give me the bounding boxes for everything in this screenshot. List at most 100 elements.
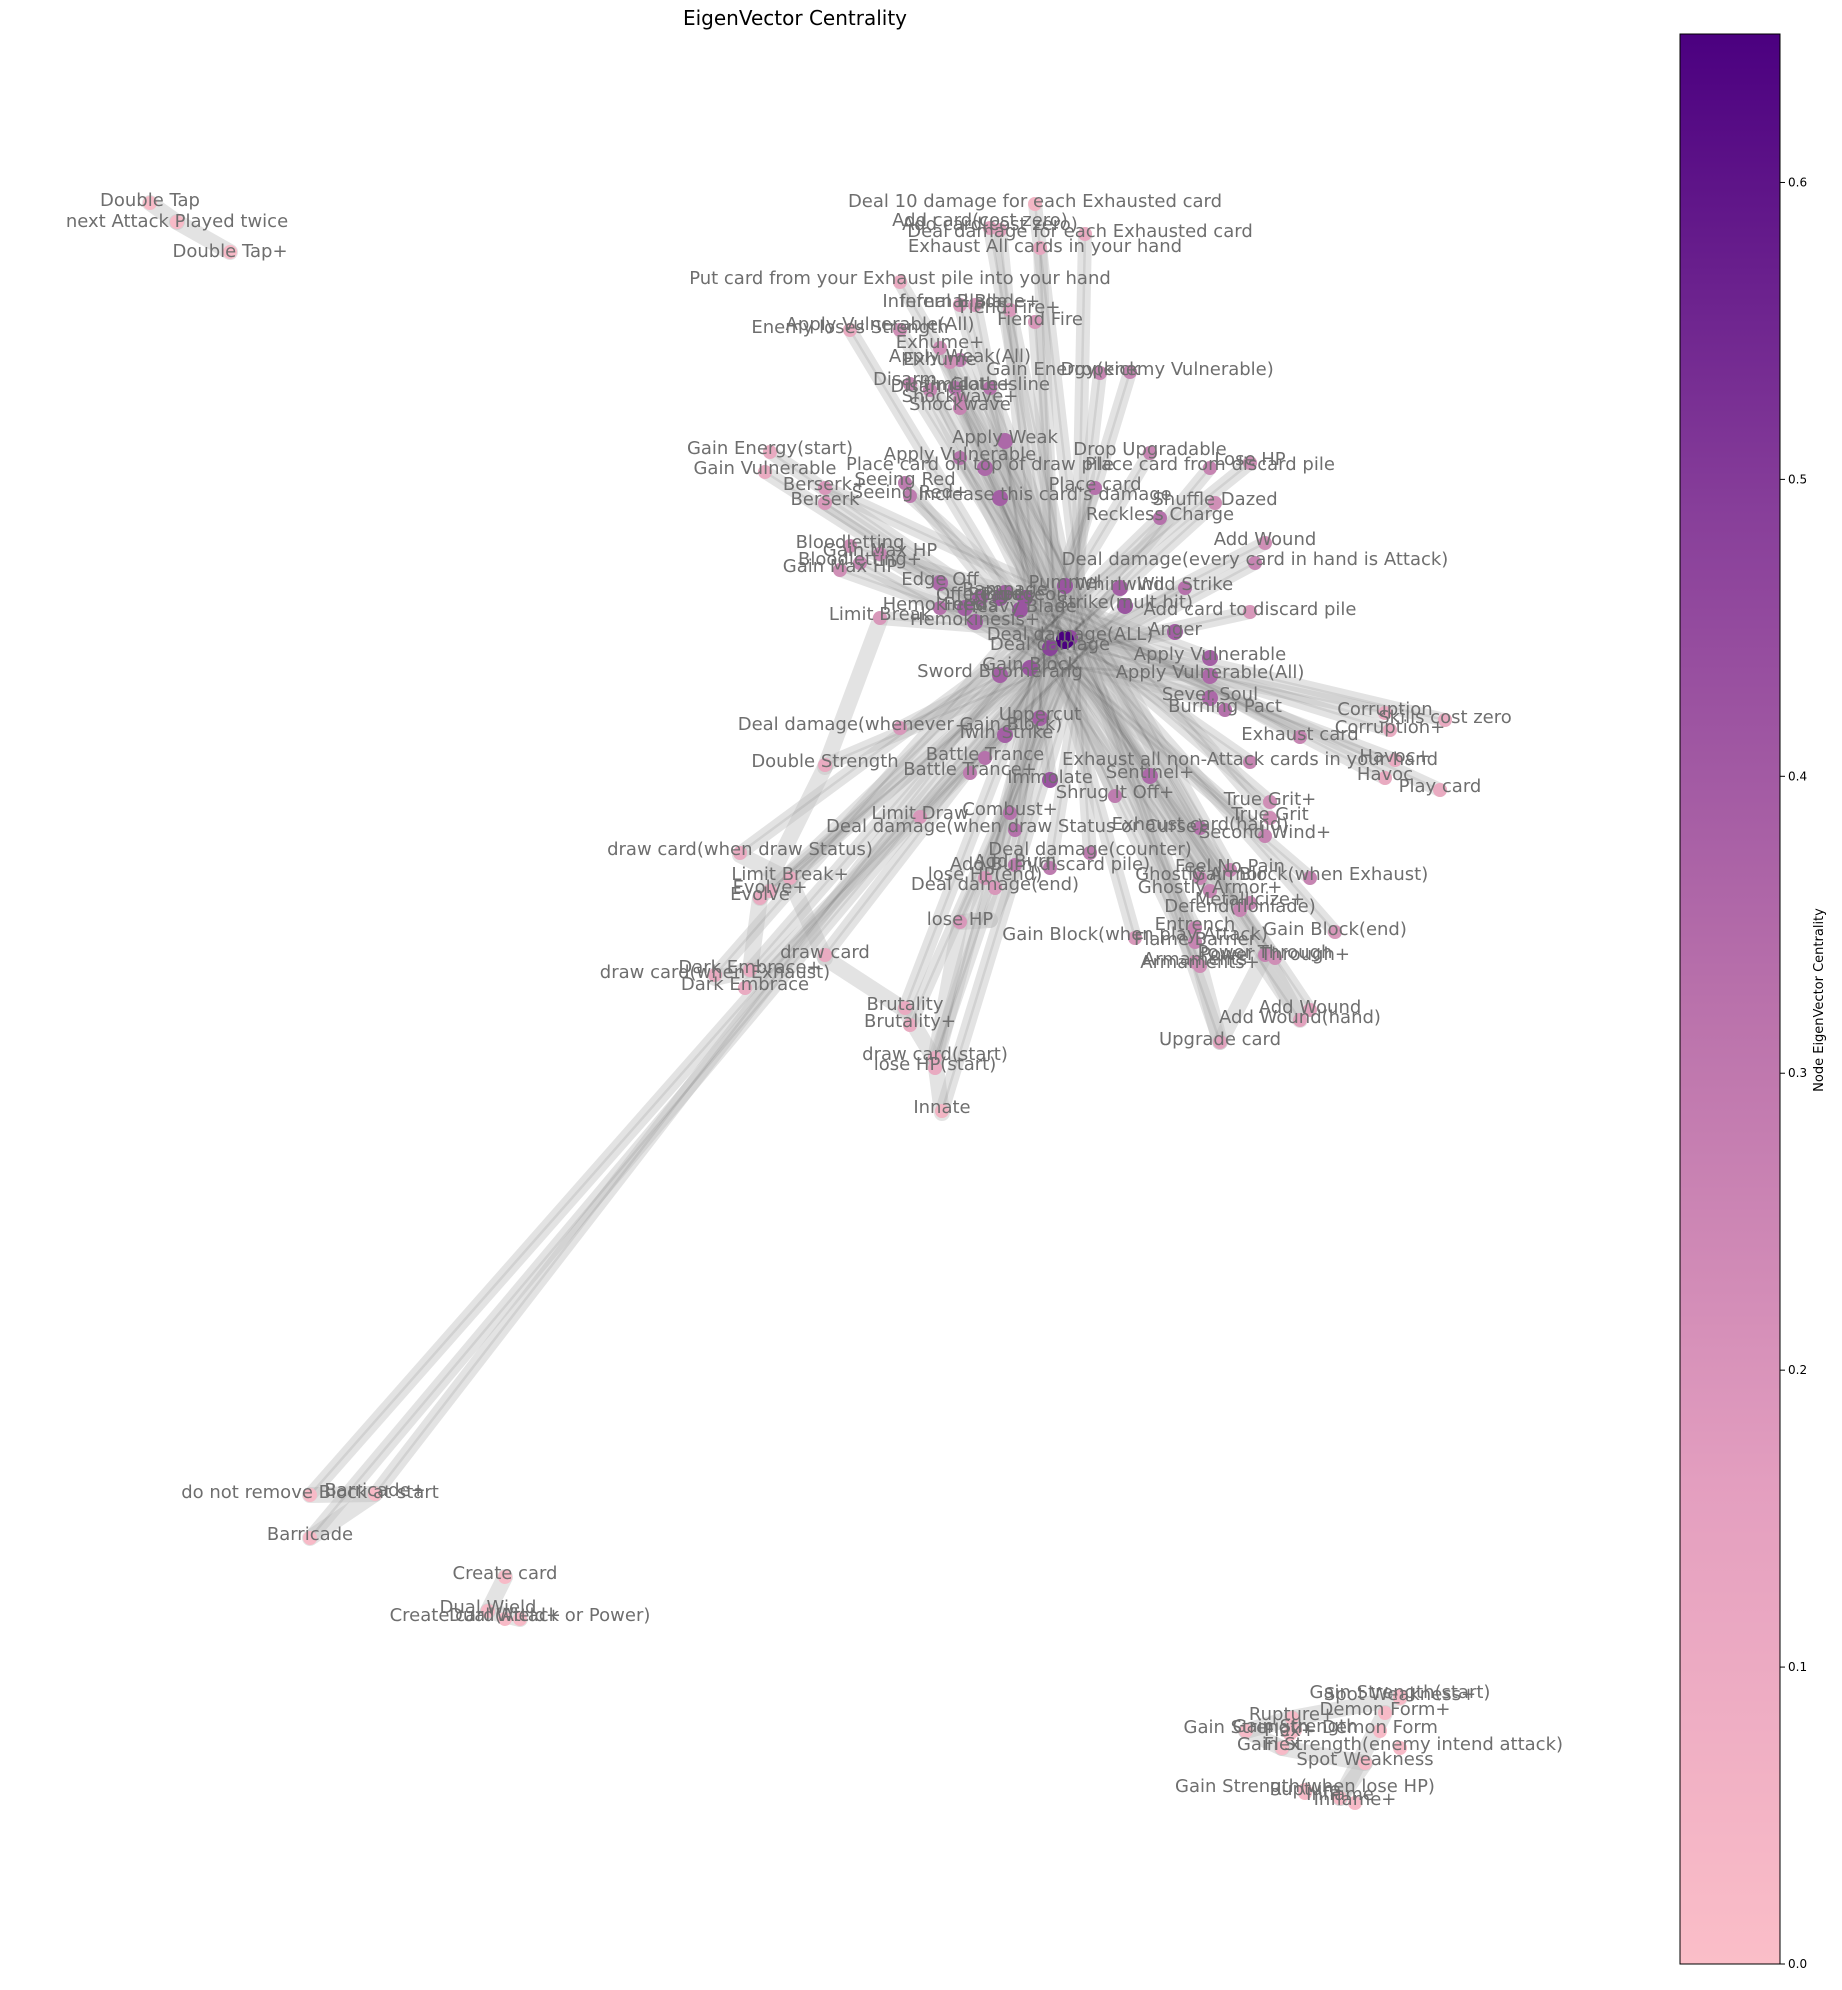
edge — [1042, 605, 1257, 663]
graph-node — [978, 751, 992, 765]
edge — [1332, 1755, 1373, 1806]
edge — [1072, 630, 1446, 722]
edge — [1048, 610, 1251, 658]
graph-node — [1293, 1013, 1307, 1027]
edge — [928, 660, 1075, 1065]
graph-node — [1203, 461, 1217, 475]
node-label: Gain Block — [982, 654, 1078, 675]
edge — [1060, 631, 1272, 962]
edge — [1074, 502, 1216, 631]
graph-node — [1383, 723, 1397, 737]
edge — [898, 476, 1054, 665]
graph-node — [993, 223, 1007, 237]
edge — [1070, 227, 1092, 635]
node-label: Barricade — [267, 1524, 353, 1545]
graph-node — [1008, 823, 1022, 837]
node-label: Seeing Red — [854, 469, 955, 490]
graph-node — [763, 445, 777, 459]
graph-node — [1202, 650, 1218, 666]
edge — [1049, 623, 1391, 732]
edge — [998, 434, 1044, 675]
edge — [303, 625, 1080, 1545]
graph-node — [1188, 921, 1202, 935]
node-label: Bludgeon — [982, 584, 1067, 605]
edge — [983, 221, 1070, 649]
node-label: Brutality+ — [864, 1011, 956, 1032]
edge — [368, 632, 1043, 1501]
edge — [983, 649, 1057, 759]
node-label: Corruption — [1337, 699, 1432, 720]
edge — [1033, 628, 1307, 1027]
edge — [958, 359, 1089, 619]
edge — [1047, 655, 1197, 963]
colorbar-tick-label: 0.0 — [1788, 1957, 1807, 1971]
graph-node — [1143, 446, 1157, 460]
node-label: Evolve+ — [733, 877, 808, 898]
node-label: lose HP(end) — [928, 864, 1043, 885]
node-label: Corruption+ — [1335, 717, 1445, 738]
node-label: Demon Form — [1322, 1717, 1438, 1738]
edge — [1051, 517, 1161, 624]
edge — [1075, 561, 1256, 661]
graph-node — [1378, 1706, 1392, 1720]
edge — [752, 759, 833, 906]
edge — [1038, 634, 1302, 1021]
graph-node — [1203, 884, 1217, 898]
node-label: Deal damage — [990, 634, 1110, 655]
node-label: Metallicize+ — [1195, 889, 1305, 910]
edge — [1049, 456, 1257, 626]
graph-node — [1288, 1723, 1302, 1737]
edge — [1087, 634, 1247, 917]
edge — [948, 361, 1066, 612]
edge — [903, 489, 1091, 658]
edge — [708, 603, 1042, 982]
node-label: Rupture+ — [1249, 1704, 1335, 1725]
node-label: Add card(cost zero) — [892, 210, 1068, 231]
node-label: Reaper — [968, 584, 1032, 605]
node-label: Gain Strength — [1184, 1717, 1309, 1738]
graph-node — [1017, 590, 1033, 606]
edge — [1003, 440, 1039, 669]
graph-node — [1293, 730, 1307, 744]
edge — [899, 644, 1060, 730]
node-label: lose HP — [927, 909, 994, 930]
graph-node — [833, 563, 847, 577]
node-label: Gain Strength(when lose HP) — [1175, 1776, 1435, 1797]
edges-layer — [142, 195, 1452, 1806]
edge — [374, 638, 1037, 1495]
node-label: Drop Upgradable — [1073, 439, 1226, 460]
node-label: Add Wound(hand) — [1219, 1007, 1381, 1028]
edge — [1065, 599, 1132, 670]
edge — [1065, 637, 1267, 956]
edge — [953, 353, 1094, 625]
graph-node — [923, 383, 937, 397]
node-label: Dark Embrace — [681, 974, 809, 995]
edge — [169, 214, 238, 260]
graph-node — [983, 381, 997, 395]
graph-node — [170, 215, 184, 229]
edge — [939, 581, 1058, 650]
node-label: Hemokinesis — [883, 594, 998, 615]
edge — [1061, 641, 1312, 1011]
edge — [1069, 556, 1262, 666]
node-label: Strike(mult hit) — [1057, 592, 1193, 613]
node-label: Limit Draw — [871, 803, 968, 824]
edge — [1070, 633, 1336, 933]
graph-node — [733, 846, 747, 860]
colorbar-gradient — [1679, 33, 1781, 1965]
edge — [817, 612, 888, 775]
node-label: Disarm+ — [891, 376, 970, 397]
edge — [898, 614, 1061, 1015]
edge — [1086, 616, 1301, 739]
edge — [1055, 618, 1271, 803]
graph-node — [1003, 806, 1017, 820]
colorbar: 0.00.10.20.30.40.50.6 Node EigenVector C… — [1679, 33, 1827, 1971]
graph-node — [368, 1487, 382, 1501]
graph-node — [1202, 690, 1218, 706]
node-label: Shrug It Off+ — [1056, 782, 1175, 803]
graph-node — [1258, 536, 1272, 550]
node-label: next Attack Played twice — [66, 211, 288, 232]
edge — [1069, 664, 1266, 837]
node-label: Lose HP — [1214, 449, 1285, 470]
edge — [732, 847, 798, 888]
